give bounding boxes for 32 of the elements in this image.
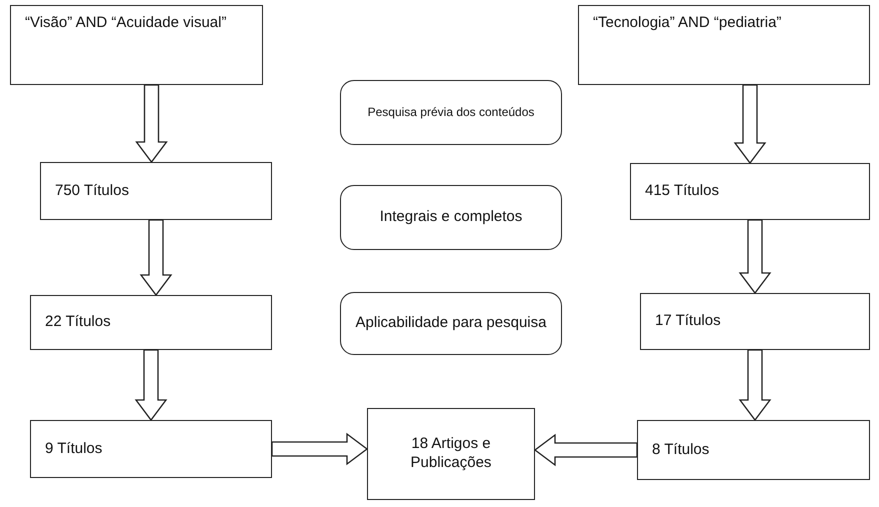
process-box [640,293,870,350]
process-box [30,420,272,478]
criteria-box [340,185,562,250]
process-box [637,420,870,480]
block-arrow [140,219,172,296]
box-text: “Visão” AND “Acuidade visual” [25,14,226,33]
box-text: 9 Títulos [45,440,102,458]
criteria-box [340,292,562,355]
process-box [40,162,272,220]
box-text: 18 Artigos e Publicações [410,435,492,473]
process-box [630,163,870,220]
block-arrow [534,434,638,466]
box-text: Aplicabilidade para pesquisa [356,314,546,333]
box-text: 750 Títulos [55,182,129,200]
process-box [30,295,272,350]
process-box [367,408,535,500]
box-text: 8 Títulos [652,440,710,460]
box-text: Pesquisa prévia dos conteúdos [368,105,534,120]
block-arrow [271,432,368,466]
process-box [10,5,263,85]
box-text: Integrais e completos [380,208,522,227]
box-text: “Tecnologia” AND “pediatria” [593,14,782,33]
block-arrow [134,349,168,422]
criteria-box [340,80,562,145]
block-arrow [738,349,772,422]
block-arrow [734,84,766,164]
process-box [578,5,870,85]
box-text: 415 Títulos [645,182,719,201]
box-text: 22 Títulos [45,313,111,332]
block-arrow [135,84,168,164]
box-text: 17 Títulos [655,312,721,331]
block-arrow [738,219,772,294]
